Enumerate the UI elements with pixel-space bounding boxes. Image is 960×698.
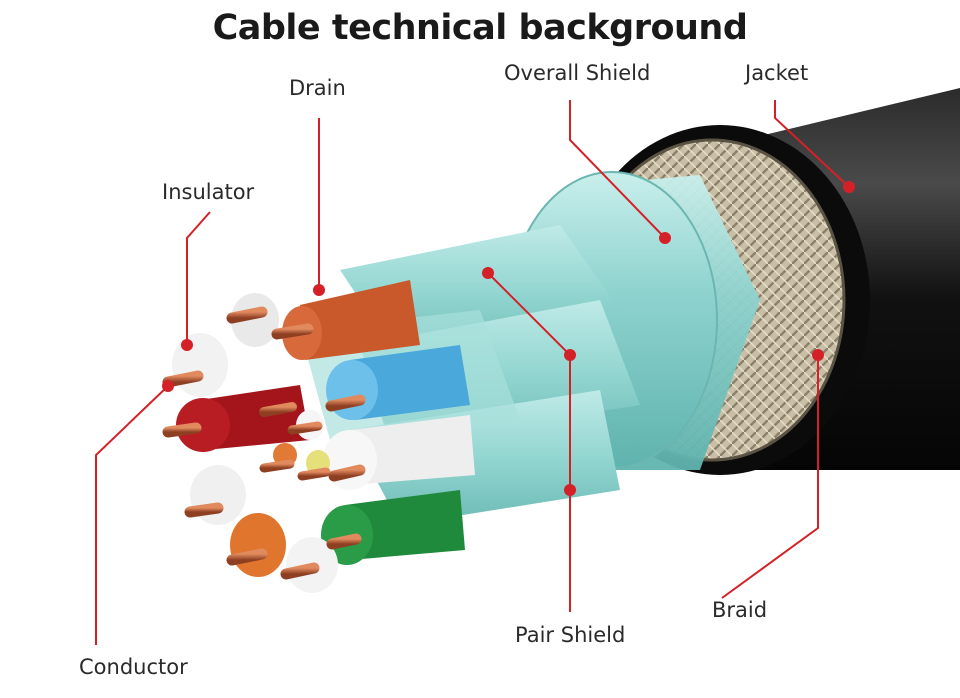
label-conductor: Conductor [79,655,188,679]
callout-dot-pair-shield-1 [482,267,494,279]
callout-dot-overall-shield [659,232,671,244]
callout-line-conductor [95,385,169,645]
callout-dot-braid [812,349,824,361]
label-jacket: Jacket [745,61,809,85]
callout-dots [162,181,855,496]
callout-line-insulator [186,211,211,345]
conductors [162,306,366,580]
callout-dot-pair-shield-3 [564,484,576,496]
label-overall-shield: Overall Shield [504,61,651,85]
callout-line-jacket [774,100,850,188]
callout-line-braid [721,355,819,599]
callout-dot-drain [313,284,325,296]
callout-dot-conductor [162,380,174,392]
diagram-title: Cable technical background [212,8,748,48]
label-pair-shield: Pair Shield [515,623,626,647]
callout-dot-pair-shield-2 [564,349,576,361]
label-braid: Braid [712,598,768,622]
label-insulator: Insulator [162,180,255,204]
wire-bundle [172,280,475,593]
label-drain: Drain [289,76,346,100]
callout-line-overall-shield [569,100,666,239]
callout-dot-insulator [181,339,193,351]
callout-dot-jacket [843,181,855,193]
